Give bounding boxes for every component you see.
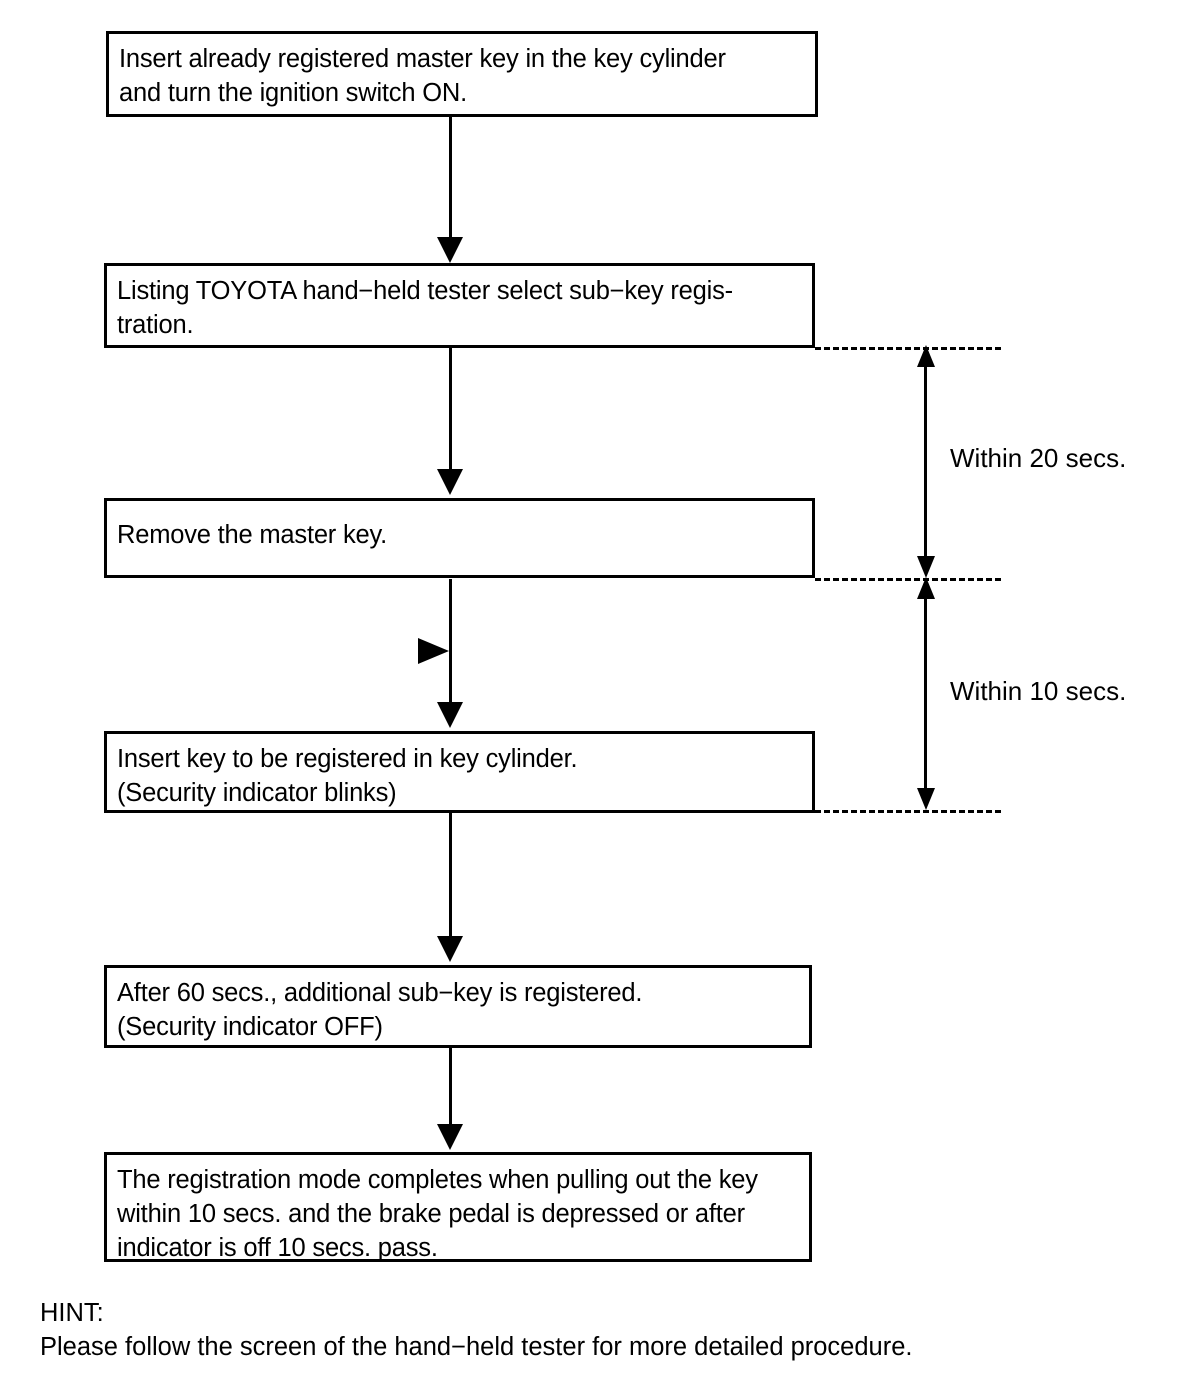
connector-3-to-4-arrowhead [437,702,463,728]
timing-20-measure-line [924,352,927,572]
flow-node-step-1: Insert already registered master key in … [106,31,818,117]
flow-node-step-6-line-2: within 10 secs. and the brake pedal is d… [117,1200,745,1228]
timing-20-arrowhead-bottom [917,556,935,578]
flow-node-step-5-line-1: After 60 secs., additional sub−key is re… [117,979,643,1007]
flow-node-step-4-line-1: Insert key to be registered in key cylin… [117,745,578,773]
timing-10-label: Within 10 secs. [950,676,1127,706]
connector-5-to-6 [449,1048,452,1128]
timing-guide-line-bottom [815,810,1001,813]
timing-10-measure-line [924,584,927,804]
timing-guide-line-middle [815,578,1001,581]
flow-node-step-4: Insert key to be registered in key cylin… [104,731,815,813]
flow-node-step-1-line-2: and turn the ignition switch ON. [119,79,467,107]
hint-heading: HINT: [40,1299,104,1327]
flow-node-step-6-line-1: The registration mode completes when pul… [117,1166,758,1194]
flow-node-step-3: Remove the master key. [104,498,815,578]
hint-text: Please follow the screen of the hand−hel… [40,1333,913,1361]
connector-1-to-2 [449,117,452,243]
connector-1-to-2-arrowhead [437,237,463,263]
flow-node-step-5: After 60 secs., additional sub−key is re… [104,965,812,1048]
flow-node-step-2-line-2: tration. [117,311,194,339]
connector-4-to-5-arrowhead [437,936,463,962]
connector-4-to-5 [449,813,452,940]
connector-3-to-4 [449,579,452,705]
flow-node-step-6: The registration mode completes when pul… [104,1152,812,1262]
flow-node-step-2-line-1: Listing TOYOTA hand−held tester select s… [117,277,733,305]
timing-10-arrowhead-bottom [917,788,935,810]
connector-2-to-3-arrowhead [437,469,463,495]
flow-node-step-1-line-1: Insert already registered master key in … [119,45,726,73]
timing-guide-line-top [815,347,1001,350]
flow-node-step-3-line-1: Remove the master key. [117,521,388,549]
connector-5-to-6-arrowhead [437,1124,463,1150]
timing-20-label: Within 20 secs. [950,443,1127,473]
connector-2-to-3 [449,348,452,472]
flow-node-step-2: Listing TOYOTA hand−held tester select s… [104,263,815,348]
flow-node-step-5-line-2: (Security indicator OFF) [117,1013,383,1041]
connector-3-to-4-midpoint-arrowhead [418,638,449,664]
flow-node-step-4-line-2: (Security indicator blinks) [117,779,397,807]
flow-node-step-6-line-3: indicator is off 10 secs. pass. [117,1234,438,1262]
